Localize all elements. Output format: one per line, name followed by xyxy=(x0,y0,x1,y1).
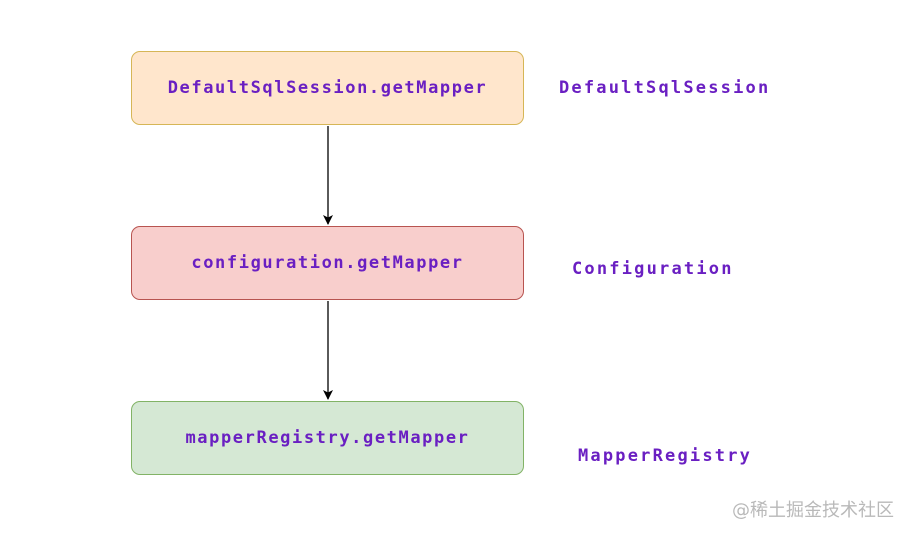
side-label-configuration: Configuration xyxy=(572,259,734,279)
node-mapper-registry-get-mapper: mapperRegistry.getMapper xyxy=(131,401,524,475)
side-label-mapper-registry: MapperRegistry xyxy=(578,446,753,466)
side-label-default-sql-session: DefaultSqlSession xyxy=(559,78,771,98)
node-configuration-get-mapper: configuration.getMapper xyxy=(131,226,524,300)
watermark: @稀土掘金技术社区 xyxy=(732,500,894,521)
node-default-sql-session-get-mapper: DefaultSqlSession.getMapper xyxy=(131,51,524,125)
